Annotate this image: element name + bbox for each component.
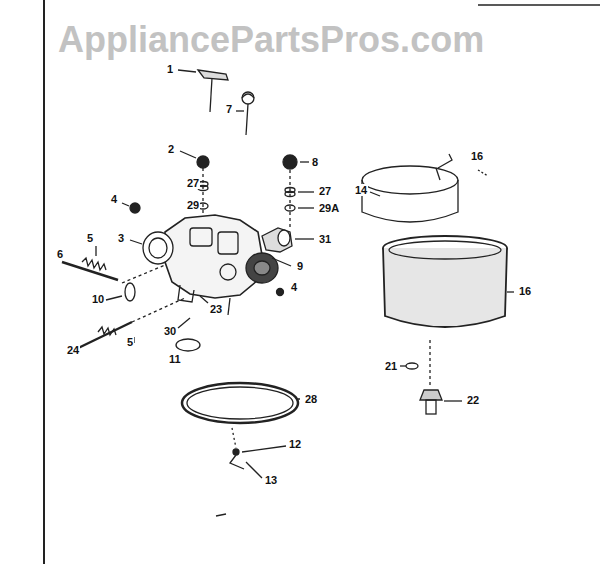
callout-number: 28 [304,393,318,405]
callout-number: 4 [290,281,298,293]
callout-number: 5 [86,232,94,244]
callout-number: 29A [318,202,340,214]
callout-number: 2 [167,143,175,155]
callout-number: 29 [186,199,200,211]
callout-number: 13 [264,474,278,486]
callout-number: 14 [354,184,368,196]
callout-number: 7 [225,103,233,115]
callout-number: 10 [91,293,105,305]
callout-number: 9 [296,260,304,272]
callout-number: 23 [209,303,223,315]
callout-number: 16 [470,150,484,162]
callout-number: 5 [126,336,134,348]
callout-number: 6 [56,248,64,260]
callout-number: 21 [384,360,398,372]
callout-number: 27 [186,177,200,189]
callout-number: 11 [168,353,182,365]
callout-number: 8 [311,156,319,168]
callout-number: 4 [110,193,118,205]
callout-number: 12 [288,438,302,450]
callout-number: 31 [318,233,332,245]
watermark: AppliancePartsPros.com [58,20,484,60]
callout-number: 27 [318,185,332,197]
callout-number: 22 [466,394,480,406]
callout-number: 1 [166,63,174,75]
callout-number: 16 [518,285,532,297]
callout-number: 30 [163,325,177,337]
callout-number: 3 [117,232,125,244]
callout-number: 24 [66,344,80,356]
